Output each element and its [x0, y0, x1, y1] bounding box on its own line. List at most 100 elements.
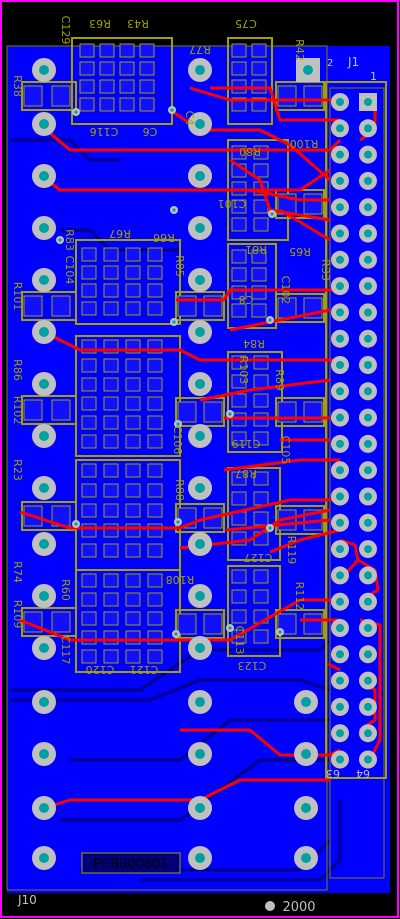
smd-pad — [231, 491, 247, 506]
smd-pads — [23, 43, 323, 664]
j1-hole — [364, 124, 372, 133]
smd-pad — [251, 303, 267, 318]
j1-hole — [336, 624, 344, 632]
via-hole — [58, 238, 62, 242]
smd-pad — [119, 43, 135, 58]
smd-pad — [81, 649, 97, 664]
smd-pad — [253, 569, 269, 584]
th-hole — [301, 853, 311, 863]
j1-hole — [364, 361, 372, 369]
smd-pad — [81, 283, 97, 298]
smd-pad — [103, 396, 119, 411]
smd-pad — [81, 463, 97, 478]
smd-pad — [81, 415, 97, 430]
j1-hole — [336, 98, 344, 106]
smd-pad — [231, 61, 247, 76]
j1-hole — [364, 571, 372, 580]
smd-pad — [253, 431, 269, 446]
component-label: R109 — [11, 600, 24, 629]
smd-pad — [23, 399, 43, 421]
j1-hole — [364, 650, 372, 659]
smd-pad — [251, 267, 267, 282]
smd-pad — [81, 611, 97, 626]
smd-pad — [81, 377, 97, 392]
j1-hole — [364, 176, 372, 185]
smd-pad — [147, 543, 163, 558]
th-hole — [195, 483, 205, 493]
smd-pad — [103, 523, 119, 538]
smd-pad — [81, 483, 97, 498]
smd-pad — [147, 483, 163, 498]
j1-hole — [336, 308, 344, 317]
component-label: R33 — [319, 259, 332, 281]
th-hole — [195, 803, 205, 813]
component-label: C129 — [59, 16, 72, 45]
component-label: C123 — [238, 659, 267, 672]
j1-hole — [336, 571, 344, 580]
connector-label: J1 — [347, 55, 359, 69]
component-label: C113 — [233, 626, 246, 655]
th-hole — [195, 591, 205, 601]
j1-outline — [325, 81, 387, 779]
component-label: R60 — [59, 579, 72, 601]
smd-pad — [303, 193, 323, 215]
component-label: C120 — [86, 663, 115, 676]
component-label: R77 — [189, 43, 211, 56]
smd-pad — [103, 649, 119, 664]
j1-hole — [364, 545, 372, 554]
smd-pad — [147, 247, 163, 262]
smd-pad — [103, 434, 119, 449]
via-hole — [172, 208, 176, 212]
smd-pad — [125, 630, 141, 645]
th-hole — [195, 223, 205, 233]
smd-pad — [277, 85, 297, 107]
smd-pad — [231, 303, 247, 318]
component-label: R84 — [243, 337, 265, 350]
smd-pad — [103, 503, 119, 518]
smd-pad — [125, 592, 141, 607]
j1-hole — [364, 98, 372, 106]
component-label: R108 — [166, 573, 195, 586]
component-label: C116 — [90, 125, 119, 138]
th-hole — [195, 539, 205, 549]
smd-pad — [203, 613, 223, 635]
smd-pad — [231, 249, 247, 264]
smd-pad — [79, 97, 95, 112]
th-hole — [39, 431, 49, 441]
smd-pad — [125, 543, 141, 558]
via-hole — [278, 630, 282, 634]
smd-pad — [81, 592, 97, 607]
th-hole — [39, 65, 49, 75]
smd-pad — [177, 613, 197, 635]
th-hole — [39, 327, 49, 337]
smd-pad — [103, 283, 119, 298]
smd-pad — [139, 61, 155, 76]
smd-pad — [103, 573, 119, 588]
j1-connector — [331, 93, 377, 769]
j1-hole — [336, 203, 344, 212]
smd-pad — [231, 431, 247, 446]
j1-hole — [364, 282, 372, 291]
component-label: C102 — [279, 276, 292, 305]
th-hole — [195, 275, 205, 285]
pin-one-label: 1 — [370, 70, 377, 83]
component-label: C127 — [244, 551, 273, 564]
th-hole — [195, 379, 205, 389]
smd-pad — [125, 649, 141, 664]
smd-pad — [103, 415, 119, 430]
smd-pad — [147, 649, 163, 664]
th-hole — [39, 223, 49, 233]
smd-pad — [253, 589, 269, 604]
smd-pad — [103, 301, 119, 316]
j1-hole — [364, 308, 372, 317]
smd-pad — [253, 629, 269, 644]
vias — [56, 106, 284, 638]
th-hole — [195, 65, 205, 75]
j1-hole — [336, 729, 344, 738]
j1-hole — [364, 150, 372, 159]
smd-pad — [81, 434, 97, 449]
via-hole — [176, 520, 180, 524]
through-hole-pads — [32, 58, 320, 870]
smd-pad — [139, 43, 155, 58]
